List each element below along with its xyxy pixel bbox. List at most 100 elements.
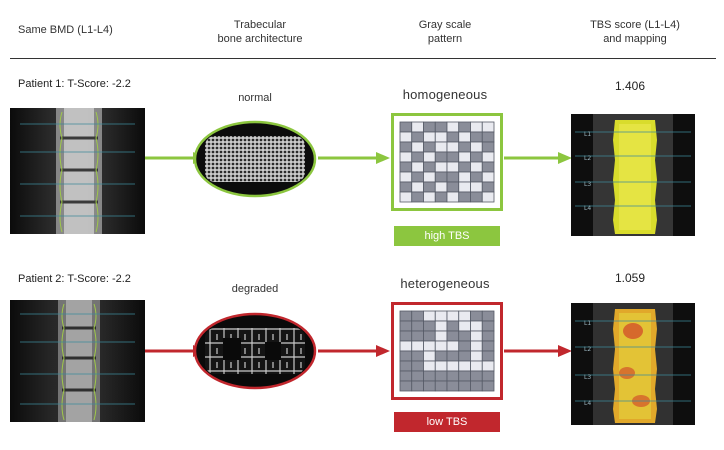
patient2-architecture-caption: degraded (231, 283, 279, 295)
patient1-grid-cell (470, 151, 483, 163)
patient1-spine-image (10, 108, 145, 234)
patient1-grid-cell (446, 171, 460, 183)
patient1-grid-cell (399, 171, 413, 183)
patient1-grid-cell (423, 151, 436, 163)
patient1-grid-cell (399, 151, 413, 163)
patient2-grid-cell (470, 320, 483, 332)
header-tbs: TBS score (L1-L4) and mapping (560, 18, 710, 46)
patient1-grid-cell (399, 121, 413, 133)
patient2-grid-cell (399, 350, 413, 362)
patient1-grid-cell (470, 141, 483, 153)
header-tbs-line1: TBS score (L1-L4) (590, 19, 680, 31)
patient2-grid-cell (481, 310, 495, 322)
patient2-grid-cell (470, 360, 483, 372)
patient1-grid-cell (399, 181, 413, 193)
patient1-grid-cell (470, 191, 483, 203)
patient1-grid-cell (446, 161, 460, 173)
patient2-grid-cell (399, 330, 413, 342)
patient2-grid-cell (458, 380, 471, 392)
patient1-grid-cell (423, 191, 436, 203)
patient1-grid-cell (423, 141, 436, 153)
patient1-grid-cell (411, 141, 424, 153)
patient2-grid-cell (423, 340, 436, 352)
header-tbs-line2: and mapping (603, 33, 667, 45)
patient1-grid-cell (446, 121, 460, 133)
patient1-grid-cell (434, 191, 448, 203)
patient2-grid-cell (458, 340, 471, 352)
patient1-grid-cell (434, 171, 448, 183)
patient1-grid-cell (423, 131, 436, 143)
header-trabecular-line1: Trabecular (233, 19, 287, 31)
patient1-gray-grid (399, 121, 495, 203)
patient1-grid-cell (411, 121, 424, 133)
patient2-pattern-caption: heterogeneous (400, 276, 490, 291)
header-grayscale-line2: pattern (427, 33, 463, 45)
header-trabecular-line2: bone architecture (217, 33, 303, 45)
patient1-grid-cell (458, 191, 471, 203)
patient1-grid-cell (423, 181, 436, 193)
patient1-grid-cell (481, 171, 495, 183)
patient2-grid-cell (399, 320, 413, 332)
header-grayscale: Gray scale pattern (370, 18, 520, 46)
patient2-grid-cell (458, 370, 471, 382)
patient1-grid-cell (434, 181, 448, 193)
patient2-grid-cell (446, 310, 460, 322)
patient2-grid-cell (481, 330, 495, 342)
patient2-grid-cell (458, 320, 471, 332)
patient1-grid-cell (434, 151, 448, 163)
patient2-grid-cell (470, 380, 483, 392)
patient1-grid-cell (481, 131, 495, 143)
patient2-grid-cell (481, 360, 495, 372)
patient1-grid-cell (470, 161, 483, 173)
patient1-grid-cell (481, 181, 495, 193)
patient2-grid-cell (470, 310, 483, 322)
patient2-grid-cell (446, 330, 460, 342)
patient2-gray-grid (399, 310, 495, 392)
patient2-grid-cell (434, 320, 448, 332)
patient2-arrow-to-pattern (318, 345, 390, 357)
patient2-grid-cell (411, 340, 424, 352)
patient1-grid-cell (434, 161, 448, 173)
patient1-arrow-to-tbs (504, 152, 572, 164)
patient1-grid-cell (423, 121, 436, 133)
patient2-vert-l2: L2 (584, 346, 591, 353)
patient1-vert-l4: L4 (584, 205, 591, 212)
patient2-grid-cell (481, 340, 495, 352)
patient2-grid-cell (423, 370, 436, 382)
patient2-grid-cell (458, 330, 471, 342)
patient2-grid-cell (434, 380, 448, 392)
patient1-grid-cell (446, 151, 460, 163)
patient2-tbs-badge: low TBS (394, 412, 500, 432)
patient1-grid-cell (458, 131, 471, 143)
patient1-grid-cell (458, 181, 471, 193)
patient2-grid-cell (411, 360, 424, 372)
patient2-grid-cell (481, 370, 495, 382)
patient1-vert-l1: L1 (584, 131, 591, 138)
patient1-grid-cell (399, 141, 413, 153)
patient1-grid-cell (458, 121, 471, 133)
patient1-grid-cell (399, 161, 413, 173)
patient2-grid-cell (399, 380, 413, 392)
patient1-tbs-map: L1 L2 L3 L4 (571, 114, 695, 236)
patient2-grid-cell (481, 350, 495, 362)
patient2-grid-cell (423, 360, 436, 372)
patient1-grid-cell (434, 121, 448, 133)
patient2-label: Patient 2: T-Score: -2.2 (18, 273, 131, 285)
header-bmd: Same BMD (L1-L4) (18, 24, 113, 36)
patient2-grid-cell (481, 320, 495, 332)
patient1-grid-cell (399, 191, 413, 203)
patient2-grid-cell (446, 350, 460, 362)
patient1-architecture-caption: normal (238, 92, 272, 104)
patient1-grid-cell (446, 191, 460, 203)
patient2-grid-cell (470, 330, 483, 342)
patient1-grid-cell (423, 171, 436, 183)
patient2-vert-l1: L1 (584, 320, 591, 327)
patient2-grid-cell (481, 380, 495, 392)
patient1-grid-cell (481, 151, 495, 163)
patient1-grid-cell (446, 131, 460, 143)
patient1-grid-cell (434, 141, 448, 153)
patient1-grid-cell (434, 131, 448, 143)
patient1-grid-cell (399, 131, 413, 143)
patient2-grid-cell (458, 360, 471, 372)
patient1-pattern-caption: homogeneous (402, 87, 488, 102)
